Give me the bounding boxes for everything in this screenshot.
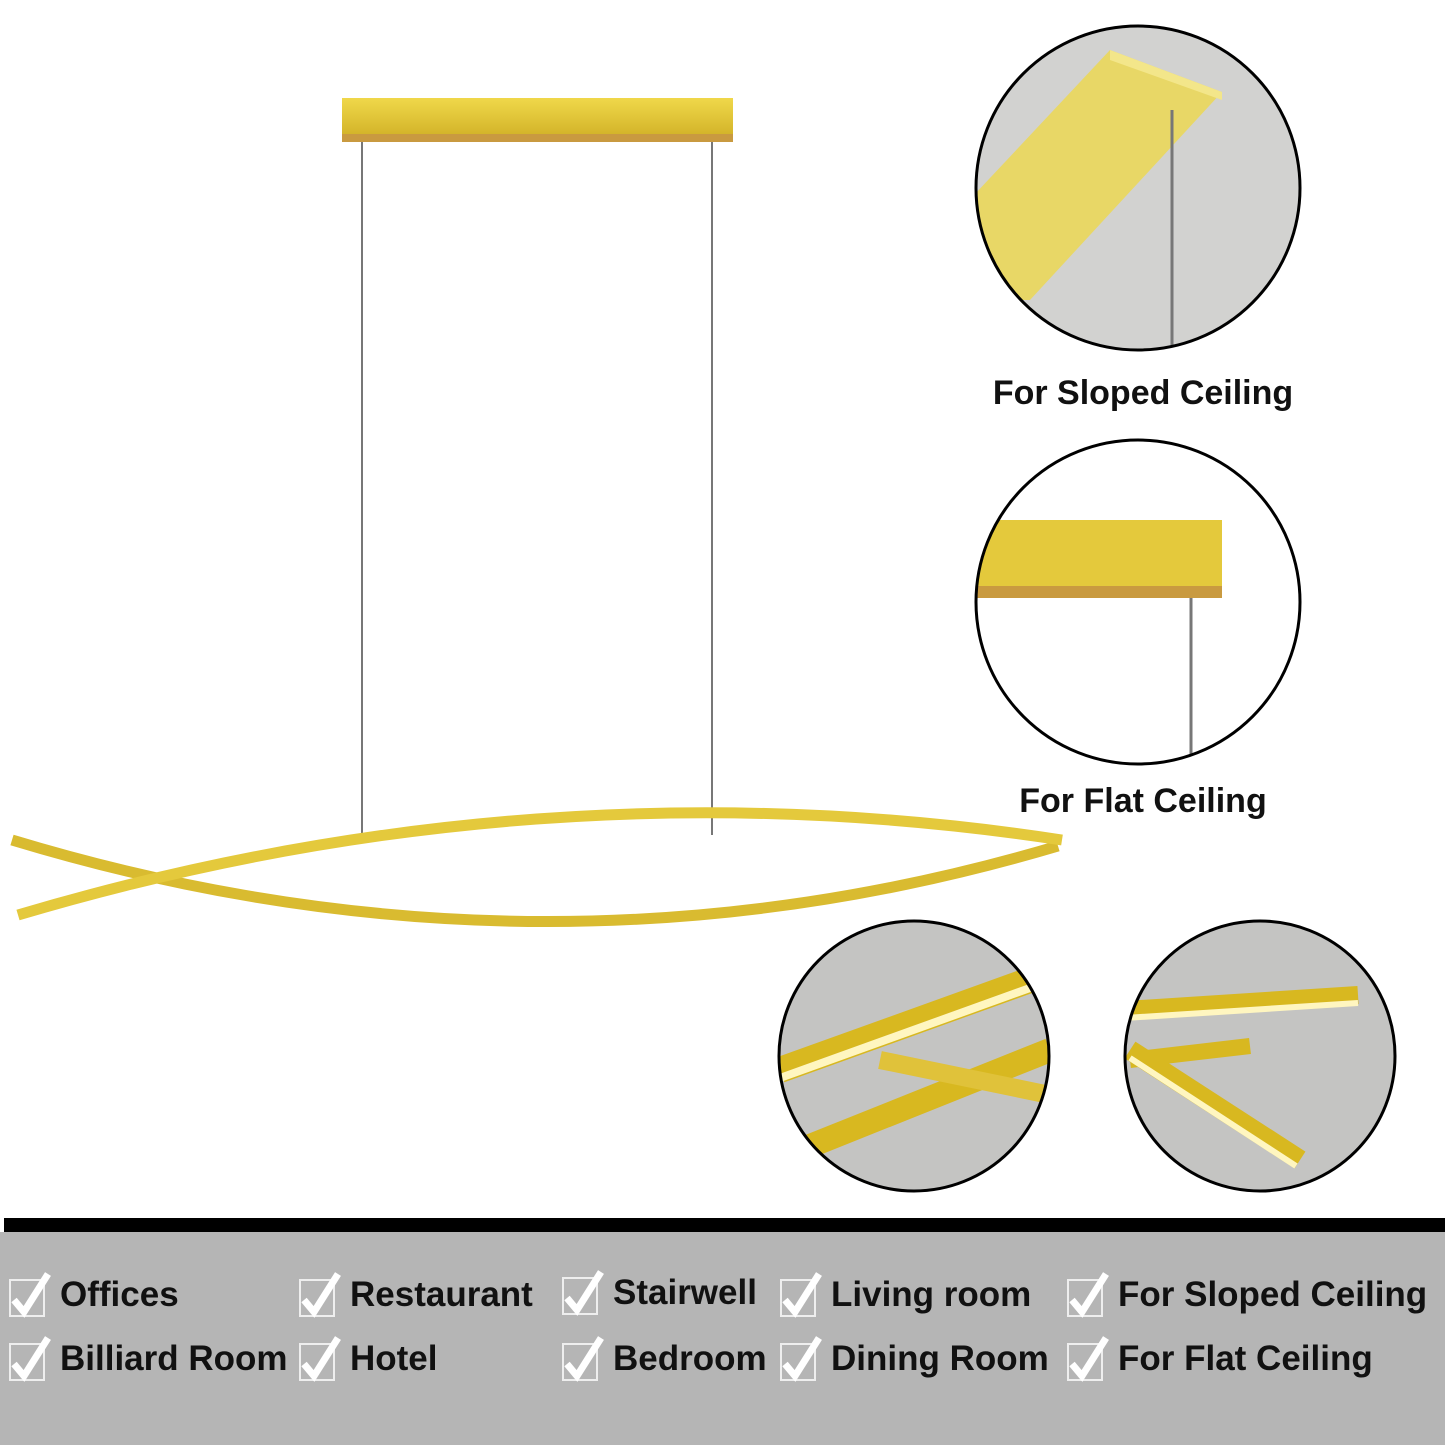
checkmark-icon [562, 1336, 604, 1382]
feature-bedroom: Bedroom [561, 1334, 767, 1384]
feature-label: Offices [60, 1275, 179, 1314]
caption-flat-ceiling: For Flat Ceiling [1019, 782, 1267, 820]
feature-sloped-ceiling: For Sloped Ceiling [1066, 1270, 1427, 1320]
feature-label: Bedroom [613, 1339, 767, 1378]
feature-restaurant: Restaurant [298, 1270, 533, 1320]
feature-label: Billiard Room [60, 1339, 288, 1378]
feature-flat-ceiling: For Flat Ceiling [1066, 1334, 1373, 1384]
feature-living-room: Living room [779, 1270, 1031, 1320]
feature-dining-room: Dining Room [779, 1334, 1049, 1384]
feature-label: For Sloped Ceiling [1118, 1275, 1428, 1314]
checkmark-icon [9, 1336, 51, 1382]
features-band [0, 1232, 1445, 1445]
feature-label: Living room [831, 1275, 1032, 1314]
product-illustration [10, 24, 1397, 1193]
feature-stairwell: Stairwell [561, 1268, 757, 1318]
checkmark-icon [562, 1270, 604, 1316]
caption-sloped-ceiling: For Sloped Ceiling [992, 374, 1294, 412]
feature-billiard-room: Billiard Room [8, 1334, 288, 1384]
flat-ceiling-detail [974, 438, 1302, 766]
pendant-lamp [10, 98, 1063, 928]
checkmark-icon [299, 1272, 341, 1318]
checkmark-icon [299, 1336, 341, 1382]
feature-offices: Offices [8, 1270, 179, 1320]
feature-label: Dining Room [831, 1339, 1049, 1378]
light-detail-left [777, 919, 1051, 1193]
feature-label: Hotel [350, 1339, 438, 1378]
checkmark-icon [780, 1336, 822, 1382]
feature-label: For Flat Ceiling [1118, 1339, 1373, 1378]
checkmark-icon [1067, 1336, 1109, 1382]
divider-bar [4, 1218, 1445, 1232]
feature-hotel: Hotel [298, 1334, 438, 1384]
checkmark-icon [780, 1272, 822, 1318]
checkmark-icon [1067, 1272, 1109, 1318]
checkmark-icon [9, 1272, 51, 1318]
light-detail-right [1123, 919, 1397, 1193]
feature-label: Restaurant [350, 1275, 533, 1314]
sloped-ceiling-detail [974, 24, 1302, 352]
feature-label: Stairwell [613, 1273, 757, 1312]
